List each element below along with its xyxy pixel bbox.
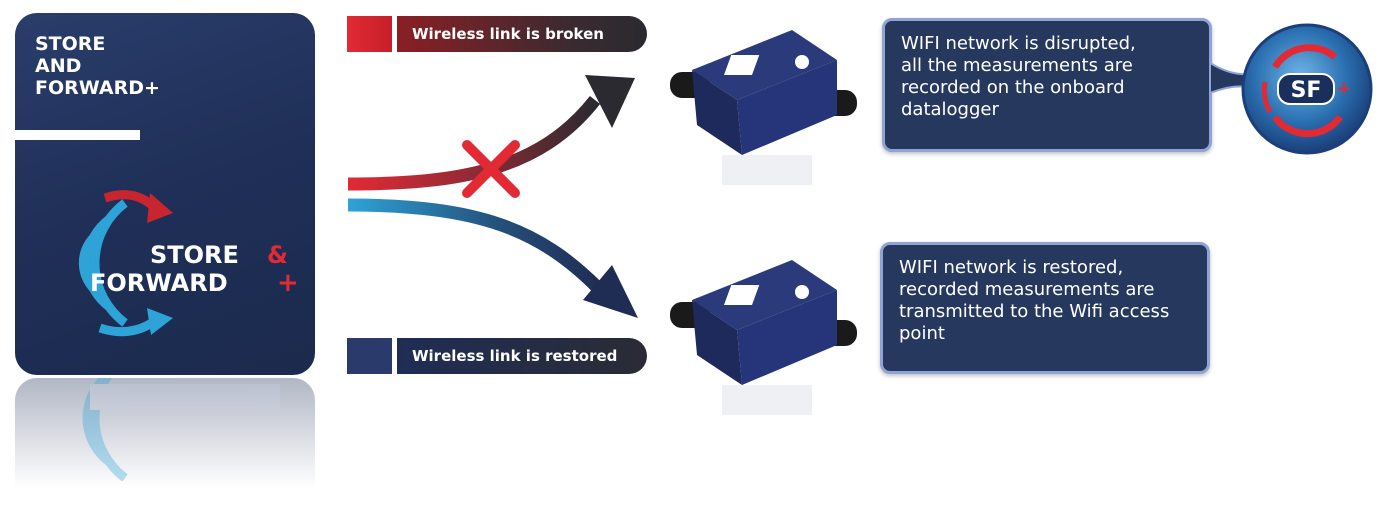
reflection-logo-icon xyxy=(82,378,280,482)
card-title-line-2: AND xyxy=(35,55,82,77)
sensor-device-icon xyxy=(670,30,857,185)
logo-amp-text: & xyxy=(267,241,288,269)
restored-line-3: transmitted to the Wifi access xyxy=(899,301,1170,322)
link-restored-label: Wireless link is restored xyxy=(397,338,647,374)
disrupted-line-4: datalogger xyxy=(901,99,999,120)
logo-store-text: STORE xyxy=(150,241,239,269)
store-forward-card: STORE AND FORWARD+ STORE & FORWARD + xyxy=(15,13,315,375)
card-divider xyxy=(15,130,140,140)
broken-arrow-head xyxy=(585,75,635,128)
store-forward-logo-icon: STORE & FORWARD + xyxy=(78,190,299,337)
wifi-disrupted-box: WIFI network is disrupted, all the measu… xyxy=(882,18,1212,152)
badge-plus-text: + xyxy=(1336,78,1351,99)
sf-plus-badge-icon: SF + xyxy=(1241,23,1373,155)
disrupted-line-2: all the measurements are xyxy=(901,55,1133,76)
sensor-device-icon xyxy=(670,260,857,415)
restored-line-1: WIFI network is restored, xyxy=(899,257,1124,278)
restored-line-4: point xyxy=(899,323,945,344)
restored-line-2: recorded measurements are xyxy=(899,279,1155,300)
broken-link-arrow xyxy=(347,95,601,191)
card-title-line-1: STORE xyxy=(35,33,106,55)
broken-swatch xyxy=(347,16,392,52)
restored-arrow-head xyxy=(583,265,638,318)
red-cross-icon xyxy=(462,140,520,198)
badge-sf-text: SF xyxy=(1291,78,1322,103)
flow-arrows xyxy=(347,75,638,318)
restored-link-arrow xyxy=(347,198,603,293)
card-title-line-3: FORWARD+ xyxy=(35,77,160,99)
logo-plus-text: + xyxy=(277,268,299,298)
restored-swatch xyxy=(347,338,392,374)
card-reflection xyxy=(15,378,315,508)
logo-forward-text: FORWARD xyxy=(90,269,228,297)
wifi-restored-box: WIFI network is restored, recorded measu… xyxy=(880,242,1210,374)
card-title: STORE AND FORWARD+ xyxy=(35,33,160,99)
disrupted-line-1: WIFI network is disrupted, xyxy=(901,33,1136,54)
link-broken-label: Wireless link is broken xyxy=(397,16,647,52)
disrupted-line-3: recorded on the onboard xyxy=(901,77,1125,98)
